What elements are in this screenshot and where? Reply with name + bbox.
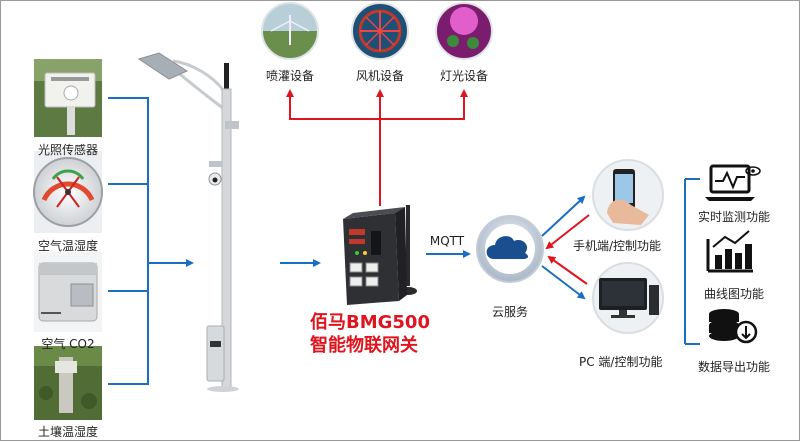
sensor-label-co2: 空气 CO2 (41, 337, 95, 351)
sensor-label-light: 光照传感器 (37, 143, 99, 157)
gateway-device-image (343, 205, 417, 305)
smart-pole (137, 52, 239, 392)
control-arrows (286, 89, 468, 206)
client-label-phone: 手机端/控制功能 (573, 239, 662, 253)
gateway-subtitle: 智能物联网关 (310, 335, 418, 356)
soil-sensor-image (34, 346, 102, 420)
chart-icon (706, 230, 753, 273)
light-sensor-image (34, 59, 102, 137)
fan-image (351, 2, 409, 60)
pc-image (592, 262, 664, 334)
client-label-pc: PC 端/控制功能 (579, 355, 663, 369)
air-temp-humidity-image (33, 151, 103, 233)
sensor-bracket (108, 97, 194, 385)
function-label-export: 数据导出功能 (698, 360, 771, 374)
gateway-name: 佰马BMG500 (310, 312, 430, 333)
function-label-chart: 曲线图功能 (704, 287, 765, 301)
co2-sensor-image (34, 252, 102, 332)
grow-light-image (435, 2, 493, 60)
sensor-label-soil: 土壤温湿度 (37, 425, 99, 439)
cloud-client-arrows (541, 195, 590, 300)
device-label-light: 灯光设备 (439, 69, 489, 83)
cloud-icon (476, 215, 544, 283)
cloud-label: 云服务 (491, 305, 529, 319)
protocol-label: MQTT (429, 234, 465, 248)
device-label-sprinkler: 喷灌设备 (265, 69, 315, 83)
device-label-fan: 风机设备 (355, 69, 405, 83)
phone-image (592, 159, 664, 231)
function-label-monitor: 实时监测功能 (698, 210, 771, 224)
monitor-icon (705, 164, 761, 201)
data-export-icon (709, 309, 758, 344)
sensor-label-air-temp: 空气温湿度 (37, 239, 99, 253)
function-bracket (684, 178, 700, 345)
sprinkler-image (261, 2, 319, 60)
